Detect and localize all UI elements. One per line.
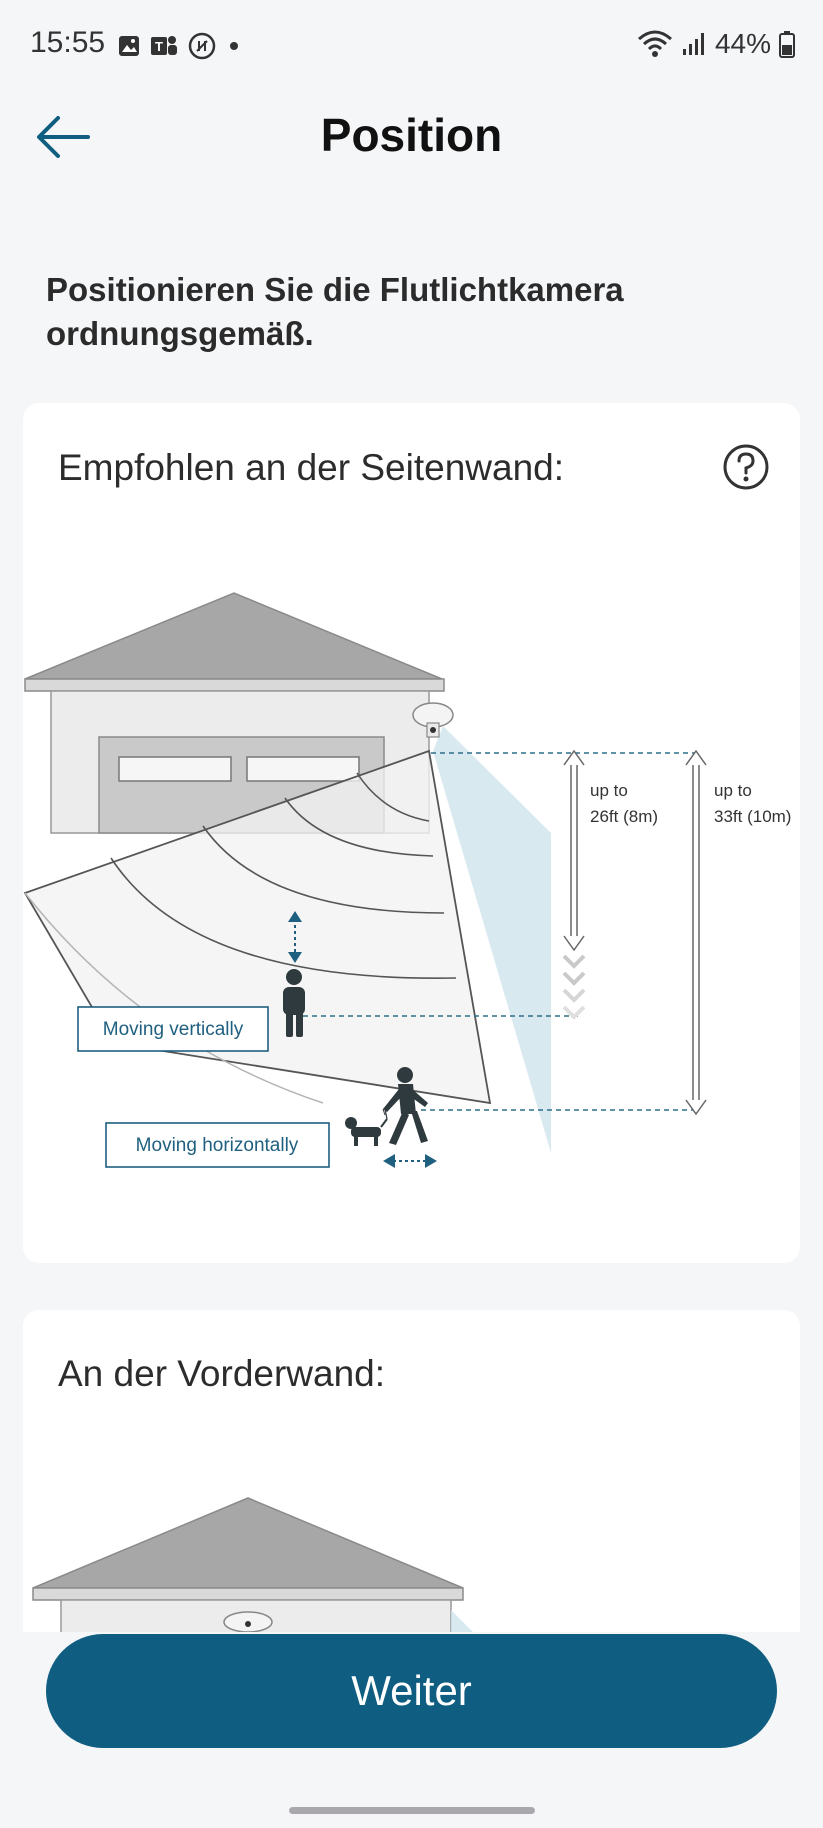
- moving-horizontally-box: [105, 1122, 330, 1168]
- zone-arc-4: [110, 857, 457, 979]
- moving-vertically-box: [77, 1006, 269, 1052]
- status-bar: 15:55 T: [0, 0, 823, 92]
- wifi-icon: [637, 30, 672, 57]
- horizontal-movement-arrow: [383, 1154, 437, 1168]
- range-10m-label-line1: up to: [714, 781, 752, 800]
- range-10m-label-line2: 33ft (10m): [714, 807, 791, 826]
- svg-text:T: T: [155, 39, 163, 54]
- front-house-roof: [32, 1497, 464, 1589]
- app-bar: Position: [0, 92, 823, 212]
- front-wall-title: An der Vorderwand:: [58, 1353, 386, 1394]
- gallery-icon: [119, 36, 139, 56]
- person-standing-icon: [283, 969, 305, 1037]
- house-eave: [24, 678, 445, 692]
- zone-arc-2: [284, 797, 434, 857]
- front-house-eave: [32, 1587, 464, 1601]
- back-button[interactable]: [28, 102, 98, 172]
- teams-icon: T: [151, 36, 177, 55]
- side-wall-title: Empfohlen an der Seitenwand:: [58, 447, 565, 488]
- question-mark-icon[interactable]: [722, 443, 770, 491]
- battery-icon: [779, 31, 795, 58]
- signal-icon: [682, 33, 704, 55]
- vertical-movement-arrow: [288, 911, 302, 963]
- garage-window-left: [118, 756, 232, 782]
- side-wall-card: Empfohlen an der Seitenwand:: [23, 403, 800, 1263]
- range-arrow-8m: [562, 749, 586, 1020]
- person-walking-icon: [383, 1067, 428, 1145]
- range-8m-label-line2: 26ft (8m): [590, 807, 658, 826]
- home-indicator: [289, 1807, 535, 1814]
- house-roof: [24, 592, 443, 680]
- status-notification-icons: T: [118, 32, 242, 60]
- arrow-left-icon: [37, 116, 90, 158]
- light-beam: [433, 726, 551, 1153]
- range-arrow-10m: [685, 749, 707, 1116]
- moving-vertically-label: Moving vertically: [103, 1019, 244, 1040]
- status-time: 15:55: [30, 26, 106, 59]
- zone-arc-1: [356, 772, 430, 822]
- next-button[interactable]: Weiter: [46, 1634, 777, 1748]
- battery-percentage: 44%: [714, 28, 771, 59]
- front-wall-card: An der Vorderwand:: [23, 1310, 800, 1670]
- side-wall-diagram: up to 26ft (8m) up to 33ft (10m): [23, 592, 791, 1168]
- front-camera-icon: [223, 1611, 273, 1633]
- camera-icon: [412, 702, 454, 738]
- browser-icon: [188, 32, 216, 60]
- dog-icon: [345, 1108, 388, 1146]
- notification-dot-icon: [230, 42, 238, 50]
- page-title: Position: [320, 109, 503, 161]
- moving-horizontally-label: Moving horizontally: [136, 1135, 299, 1156]
- intro-heading: Positionieren Sie die Flutlichtkamera or…: [46, 271, 624, 352]
- front-wall-diagram: [32, 1497, 473, 1670]
- status-system-icons: 44%: [637, 28, 795, 60]
- zone-arc-3: [202, 825, 445, 914]
- range-8m-label-line1: up to: [590, 781, 628, 800]
- garage-window-right: [246, 756, 360, 782]
